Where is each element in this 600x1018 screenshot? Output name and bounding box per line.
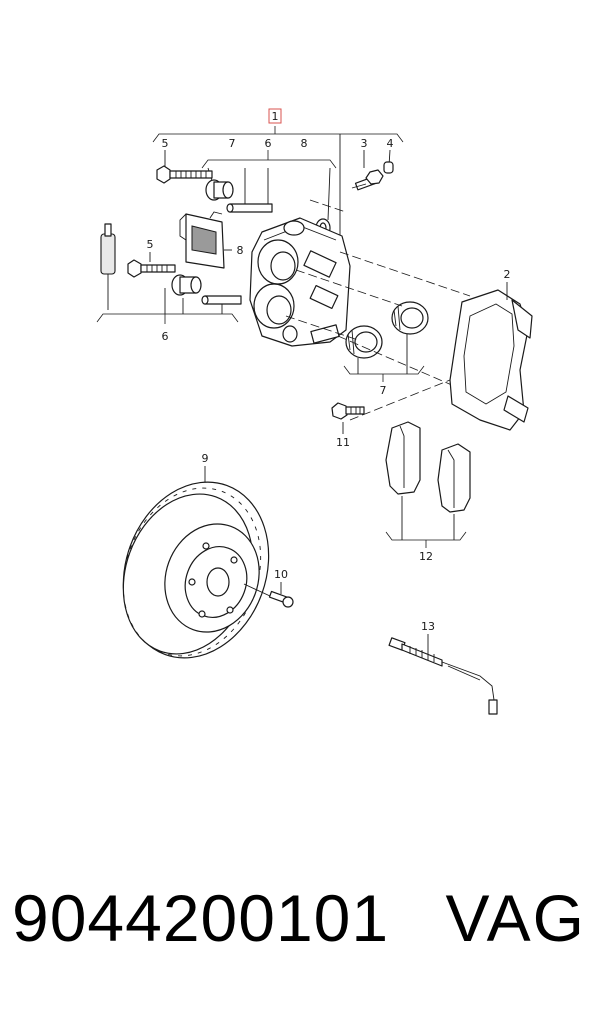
grease-tube	[100, 223, 116, 310]
bracket-6-top	[201, 150, 337, 169]
piston-seal-large	[391, 301, 429, 335]
callout-7-lower[interactable]: 7	[380, 384, 387, 397]
bracket-12	[385, 531, 467, 548]
guide-pin-lower	[201, 295, 242, 305]
footer: 9044200101 VAG	[0, 880, 600, 990]
callout-4[interactable]: 4	[387, 137, 394, 150]
callout-7-top[interactable]: 7	[229, 137, 236, 150]
anti-rattle-spring	[179, 211, 232, 269]
callout-10[interactable]: 10	[274, 568, 288, 581]
guide-bolt-top	[156, 165, 213, 184]
callout-2[interactable]: 2	[504, 268, 511, 281]
leader-7-lower	[357, 334, 408, 374]
dashed-assembly-lines	[285, 199, 471, 421]
bracket-1	[152, 126, 404, 143]
brake-pad-outer	[437, 443, 471, 513]
disc-screw	[243, 583, 294, 608]
callout-6-lower[interactable]: 6	[162, 330, 169, 343]
brake-pad-inner	[385, 421, 421, 495]
callout-9[interactable]: 9	[202, 452, 209, 465]
part-number: 9044200101	[12, 881, 390, 955]
guide-bolt-lower	[127, 259, 176, 278]
callout-8-top[interactable]: 8	[301, 137, 308, 150]
callout-5-mid[interactable]: 5	[147, 238, 154, 251]
guide-pin-top	[226, 203, 273, 213]
callout-8-mid[interactable]: 8	[237, 244, 244, 257]
callout-13[interactable]: 13	[421, 620, 435, 633]
brake-disc	[122, 481, 270, 659]
callout-12[interactable]: 12	[419, 550, 433, 563]
caliper-carrier	[449, 289, 533, 431]
piston-seal-small	[345, 325, 383, 359]
carrier-bolt	[331, 402, 365, 420]
leader-lines-top	[164, 134, 391, 240]
leader-lines-lower	[164, 288, 223, 314]
callout-5-top[interactable]: 5	[162, 137, 169, 150]
callout-6-top[interactable]: 6	[265, 137, 272, 150]
callout-1-box	[268, 108, 282, 124]
bracket-6-lower	[96, 313, 239, 324]
callout-3[interactable]: 3	[361, 137, 368, 150]
wear-sensor	[388, 637, 498, 715]
callout-1[interactable]: 1	[272, 110, 279, 123]
brand-label: VAG	[445, 881, 586, 955]
guide-boot-lower	[171, 274, 202, 296]
caliper-housing	[249, 217, 351, 347]
bleeder-valve	[351, 161, 394, 191]
brake-assembly-diagram: 1 5 7 6 8 3 4	[96, 108, 533, 715]
callout-11[interactable]: 11	[336, 436, 350, 449]
bracket-7-lower	[343, 365, 425, 382]
guide-boot-top	[205, 179, 234, 201]
leader-12	[401, 496, 455, 540]
